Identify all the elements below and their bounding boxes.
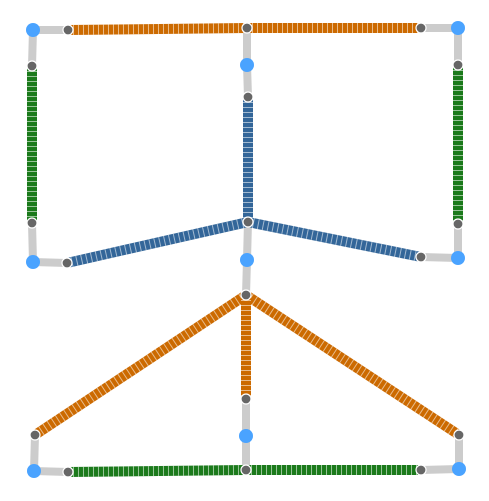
anchor-node-icon[interactable] [240,58,254,72]
segment-band [67,465,247,477]
joint-node-icon[interactable] [240,393,252,405]
anchor-node-icon[interactable] [240,253,254,267]
joint-node-icon[interactable] [453,429,465,441]
joint-node-icon[interactable] [62,24,74,36]
joints-layer [26,22,465,478]
anchor-node-icon[interactable] [451,251,465,265]
chain-segment-orange[interactable] [243,290,462,440]
joint-node-icon[interactable] [240,289,252,301]
segments-layer [27,23,463,477]
joint-node-icon[interactable] [29,429,41,441]
anchor-node-icon[interactable] [26,23,40,37]
anchor-node-icon[interactable] [26,255,40,269]
joint-node-icon[interactable] [452,59,464,71]
joint-node-icon[interactable] [26,60,38,72]
chain-segment-orange[interactable] [32,290,249,440]
joint-node-icon[interactable] [62,466,74,478]
joint-node-icon[interactable] [61,257,73,269]
segment-ticks [65,217,250,268]
chain-segment-green[interactable] [67,465,247,477]
joint-node-icon[interactable] [26,217,38,229]
segment-band [247,217,422,262]
joint-node-icon[interactable] [415,251,427,263]
joint-node-icon[interactable] [242,91,254,103]
joint-node-icon[interactable] [415,464,427,476]
anchor-node-icon[interactable] [27,464,41,478]
segment-band [32,290,249,440]
joint-node-icon[interactable] [240,464,252,476]
joint-node-icon[interactable] [242,216,254,228]
chain-segment-blue[interactable] [65,217,250,268]
chain-segment-blue[interactable] [247,217,422,262]
segment-band [67,23,248,35]
joint-node-icon[interactable] [415,22,427,34]
anchor-node-icon[interactable] [239,429,253,443]
segment-band [65,217,250,268]
segment-band [243,290,462,440]
anchor-node-icon[interactable] [451,21,465,35]
joint-node-icon[interactable] [452,218,464,230]
anchor-node-icon[interactable] [452,462,466,476]
nodes-layer [26,21,466,478]
chain-segment-orange[interactable] [67,23,248,35]
joint-node-icon[interactable] [241,22,253,34]
